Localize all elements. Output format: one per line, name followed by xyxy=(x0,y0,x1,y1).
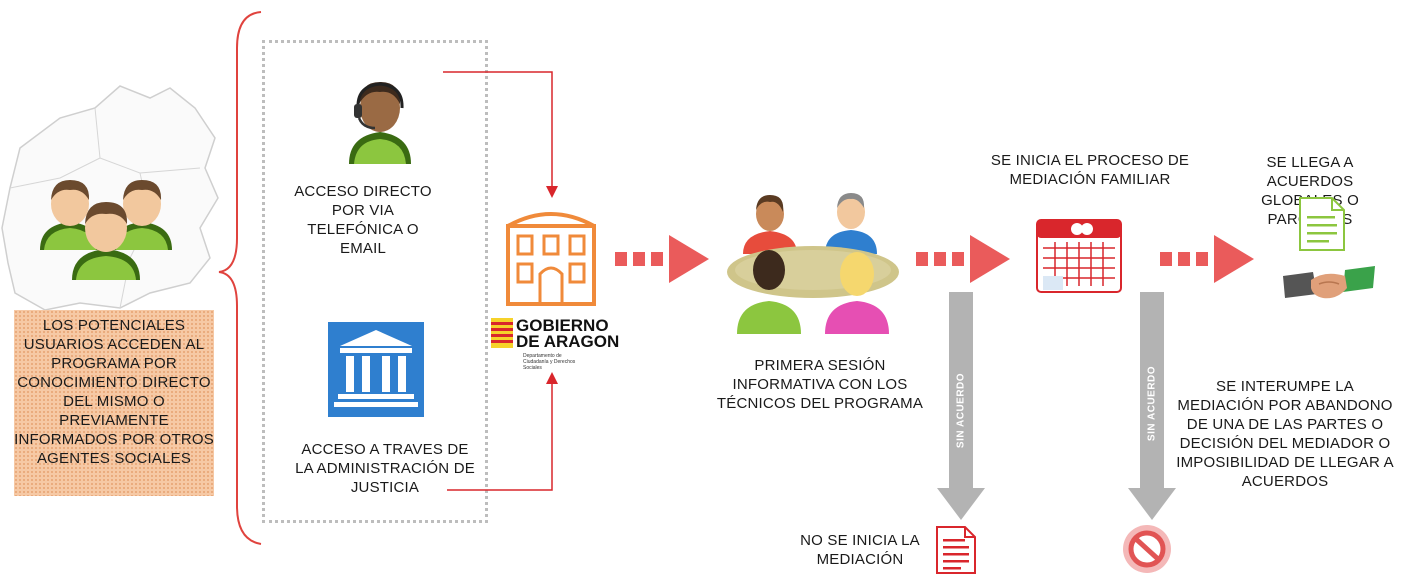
access-channels-box xyxy=(262,40,488,523)
courthouse-icon xyxy=(328,322,424,417)
first-session-label: PRIMERA SESIÓN INFORMATIVA CON LOS TÉCNI… xyxy=(716,357,924,412)
people-group-icon xyxy=(40,180,172,280)
building-icon xyxy=(506,212,596,306)
prohibited-icon xyxy=(1123,525,1171,573)
mediation-start-label: SE INICIA EL PROCESO DE MEDIACIÓN FAMILI… xyxy=(990,152,1190,188)
agreement-line1: SE LLEGA A xyxy=(1266,154,1354,171)
logo-name-line2: DE ARAGON xyxy=(516,332,620,351)
flow-arrow-3 xyxy=(1160,235,1254,283)
flow-arrow-2 xyxy=(916,235,1010,283)
access-justice-label: ACCESO A TRAVES DE LA ADMINISTRACIÓN DE … xyxy=(295,441,475,496)
curly-brace xyxy=(218,11,262,545)
no-agreement-arrow-2 xyxy=(1128,292,1176,520)
interrupted-label: SE INTERUMPE LA MEDIACIÓN POR ABANDONO D… xyxy=(1176,378,1394,490)
access-phone-label: ACCESO DIRECTO POR VIA TELEFÓNICA O EMAI… xyxy=(294,183,432,257)
map-outline-icon xyxy=(1,85,219,311)
document-icon xyxy=(936,526,976,574)
agreement-document-icon xyxy=(1299,197,1345,251)
handshake-icon xyxy=(1283,266,1375,299)
call-center-icon xyxy=(349,82,411,164)
users-box xyxy=(14,310,214,496)
no-agreement-label-2: SIN ACUERDO xyxy=(1146,365,1158,442)
users-description: LOS POTENCIALES USUARIOS ACCEDEN AL PROG… xyxy=(14,317,214,467)
logo-name-line1: GOBIERNO xyxy=(516,316,609,335)
logo-department: Departamento de Ciudadanía y Derechos So… xyxy=(523,353,576,371)
aragon-flag-icon xyxy=(491,318,513,348)
no-agreement-label-1: SIN ACUERDO xyxy=(955,372,967,449)
not-started-label: NO SE INICIA LA MEDIACIÓN xyxy=(800,532,920,568)
calendar-icon xyxy=(1036,219,1122,293)
no-agreement-arrow-1 xyxy=(937,292,985,520)
flow-arrow-1 xyxy=(615,235,709,283)
meeting-table-icon xyxy=(727,193,899,334)
agreement-line2: ACUERDOS xyxy=(1266,173,1354,190)
connector-lines xyxy=(443,71,558,491)
